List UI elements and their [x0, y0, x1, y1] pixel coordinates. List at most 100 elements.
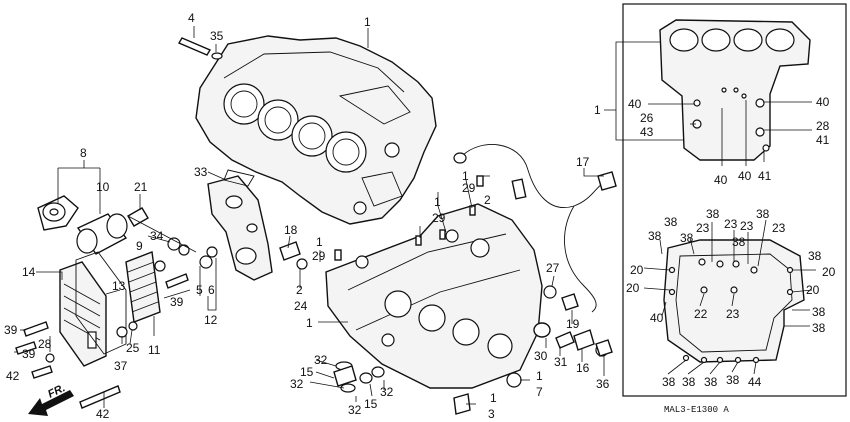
callout-14: 14	[22, 265, 36, 279]
callout-13: 13	[112, 279, 126, 293]
callout-32: 32	[380, 385, 394, 399]
callout-38: 38	[648, 229, 662, 243]
callout-37: 37	[114, 359, 128, 373]
callout-3: 3	[488, 407, 495, 421]
part-labels: 4 35 1 8 10 21 33 34 9 14 13 39 5 6 12 3…	[4, 11, 836, 421]
lower-crankcase	[325, 203, 543, 389]
callout-28: 28	[38, 337, 52, 351]
callout-38: 38	[680, 231, 694, 245]
callout-15: 15	[364, 397, 378, 411]
callout-20: 20	[626, 281, 640, 295]
callout-39: 39	[170, 295, 184, 309]
oil-filter-cartridge	[76, 213, 128, 255]
right-small-parts	[533, 285, 613, 357]
stud-bolt	[177, 37, 223, 60]
upper-crankcase	[195, 35, 437, 225]
oil-filter	[37, 195, 79, 231]
callout-16: 16	[576, 361, 590, 375]
oil-cooler-element	[125, 251, 161, 323]
callout-44: 44	[748, 375, 762, 389]
callout-39: 39	[22, 347, 36, 361]
callout-38: 38	[808, 249, 822, 263]
callout-33: 33	[194, 165, 208, 179]
inset-upper-view	[659, 19, 811, 161]
callout-1: 1	[306, 316, 313, 330]
o-rings-small	[154, 237, 218, 289]
callout-6: 6	[208, 283, 215, 297]
callout-20: 20	[806, 283, 820, 297]
callout-38: 38	[704, 375, 718, 389]
fittings	[279, 241, 522, 415]
callout-1: 1	[434, 195, 441, 209]
inset-bottom-leaders	[667, 359, 757, 375]
callout-23: 23	[772, 221, 786, 235]
callout-11: 11	[148, 343, 161, 357]
oil-pump-cover	[207, 169, 273, 281]
callout-38: 38	[706, 207, 720, 221]
callout-5: 5	[196, 283, 203, 297]
callout-29: 29	[312, 249, 326, 263]
callout-23: 23	[740, 219, 754, 233]
callout-31: 31	[554, 355, 568, 369]
callout-38: 38	[812, 321, 826, 335]
callout-2: 2	[484, 193, 491, 207]
callout-38: 38	[662, 375, 676, 389]
callout-35: 35	[210, 29, 224, 43]
callout-9: 9	[136, 239, 143, 253]
callout-38: 38	[732, 235, 746, 249]
callout-15: 15	[300, 365, 314, 379]
callout-30: 30	[534, 349, 548, 363]
callout-4: 4	[188, 11, 195, 25]
leader-lines	[14, 26, 816, 408]
callout-43: 43	[640, 125, 654, 139]
callout-20: 20	[630, 263, 644, 277]
oil-cooler	[59, 261, 107, 367]
callout-23: 23	[724, 217, 738, 231]
callout-19: 19	[566, 317, 580, 331]
callout-1: 1	[364, 15, 371, 29]
callout-26: 26	[640, 111, 654, 125]
callout-1: 1	[536, 369, 543, 383]
callout-40: 40	[714, 173, 728, 187]
callout-1: 1	[316, 235, 323, 249]
callout-1: 1	[594, 103, 601, 117]
callout-1: 1	[462, 169, 469, 183]
callout-38: 38	[756, 207, 770, 221]
callout-39: 39	[4, 323, 18, 337]
callout-20: 20	[822, 265, 836, 279]
oil-filter-boss	[127, 207, 149, 227]
callout-8: 8	[80, 146, 87, 160]
callout-28: 28	[816, 119, 830, 133]
inset-lower-view	[663, 239, 805, 364]
callout-34: 34	[150, 229, 164, 243]
callout-25: 25	[126, 341, 140, 355]
callout-17: 17	[576, 155, 590, 169]
callout-23: 23	[726, 307, 740, 321]
callout-29: 29	[432, 211, 446, 225]
front-direction-arrow: FR.	[28, 382, 74, 416]
callout-38: 38	[664, 215, 678, 229]
callout-38: 38	[682, 375, 696, 389]
callout-2: 2	[296, 283, 303, 297]
callout-22: 22	[694, 307, 708, 321]
callout-32: 32	[314, 353, 328, 367]
sensor-harness	[453, 144, 617, 313]
callout-40: 40	[738, 169, 752, 183]
callout-42: 42	[96, 407, 110, 421]
callout-36: 36	[596, 377, 610, 391]
oil-cooler-gasket	[75, 251, 127, 355]
callout-42: 42	[6, 369, 20, 383]
callout-32: 32	[348, 403, 362, 417]
callout-7: 7	[536, 385, 543, 399]
callout-41: 41	[816, 133, 830, 147]
callout-12: 12	[204, 313, 218, 327]
inset-frame	[622, 3, 847, 397]
callout-40: 40	[628, 97, 642, 111]
callout-38: 38	[812, 305, 826, 319]
callout-38: 38	[726, 373, 740, 387]
callout-10: 10	[96, 180, 110, 194]
callout-40: 40	[816, 95, 830, 109]
callout-41: 41	[758, 169, 772, 183]
callout-32: 32	[290, 377, 304, 391]
